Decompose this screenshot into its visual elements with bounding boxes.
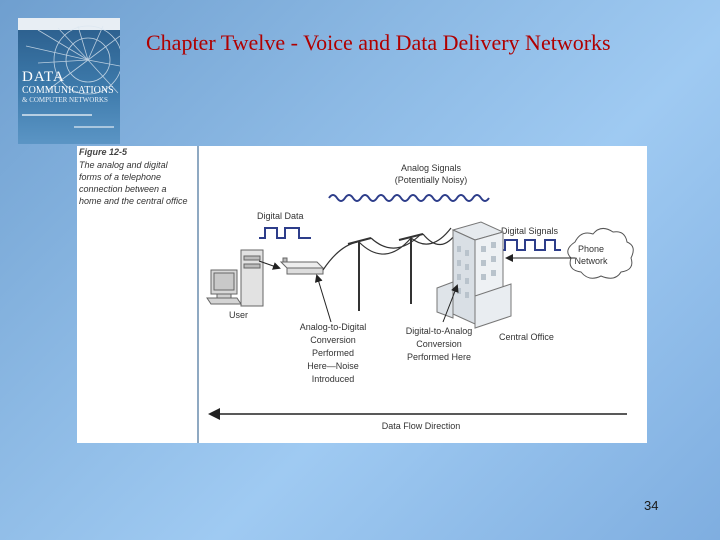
- digital-signals-wave: [501, 239, 561, 251]
- a2d-label-5: Introduced: [312, 374, 355, 384]
- analog-signals-sublabel: (Potentially Noisy): [395, 175, 468, 185]
- book-cover: DATA COMMUNICATIONS & COMPUTER NETWORKS: [18, 18, 120, 144]
- analog-wave: [328, 194, 490, 202]
- figure-caption-strip: Figure 12-5 The analog and digital forms…: [77, 146, 199, 443]
- d2a-label-1: Digital-to-Analog: [406, 326, 473, 336]
- central-office-label: Central Office: [499, 332, 554, 342]
- central-office-building: [436, 221, 512, 329]
- modem-to-pole-arrow: [258, 260, 281, 270]
- phone-network-label: Phone: [578, 244, 604, 254]
- book-cover-art: [18, 18, 120, 128]
- d2a-labels: Digital-to-Analog Conversion Performed H…: [406, 326, 473, 362]
- d2a-label-3: Performed Here: [407, 352, 471, 362]
- slide-title: Chapter Twelve - Voice and Data Delivery…: [146, 30, 611, 55]
- book-title: DATA: [22, 69, 65, 85]
- analog-signals-label: Analog Signals: [401, 163, 462, 173]
- digital-data-label: Digital Data: [257, 211, 304, 221]
- digital-signals-label: Digital Signals: [501, 226, 559, 236]
- a2d-label-1: Analog-to-Digital: [300, 322, 367, 332]
- figure-panel: Figure 12-5 The analog and digital forms…: [77, 146, 647, 443]
- a2d-labels: Analog-to-Digital Conversion Performed H…: [300, 322, 367, 384]
- digital-data-wave: [259, 227, 311, 239]
- figure-number: Figure 12-5: [79, 147, 128, 157]
- telephone-poles: [347, 233, 424, 311]
- a2d-label-4: Here—Noise: [307, 361, 359, 371]
- d2a-arrow: [442, 284, 459, 323]
- book-subtitle-2: & COMPUTER NETWORKS: [22, 96, 108, 104]
- building-windows: [457, 242, 496, 298]
- a2d-label-3: Performed: [312, 348, 354, 358]
- a2d-arrow: [314, 274, 332, 323]
- user-computer: [206, 249, 264, 307]
- figure-caption: The analog and digital forms of a teleph…: [79, 160, 188, 206]
- modem-device: [279, 257, 325, 275]
- phone-network-cloud: [567, 228, 634, 279]
- page-number: 34: [644, 498, 659, 513]
- network-diagram: Analog Signals (Potentially Noisy) Digit…: [206, 163, 634, 431]
- book-subtitle: COMMUNICATIONS: [22, 85, 114, 96]
- data-flow-label: Data Flow Direction: [382, 421, 461, 431]
- d2a-label-2: Conversion: [416, 339, 462, 349]
- user-label: User: [229, 310, 248, 320]
- phone-network-label-2: Network: [574, 256, 608, 266]
- phone-wires: [322, 227, 458, 271]
- a2d-label-2: Conversion: [310, 335, 356, 345]
